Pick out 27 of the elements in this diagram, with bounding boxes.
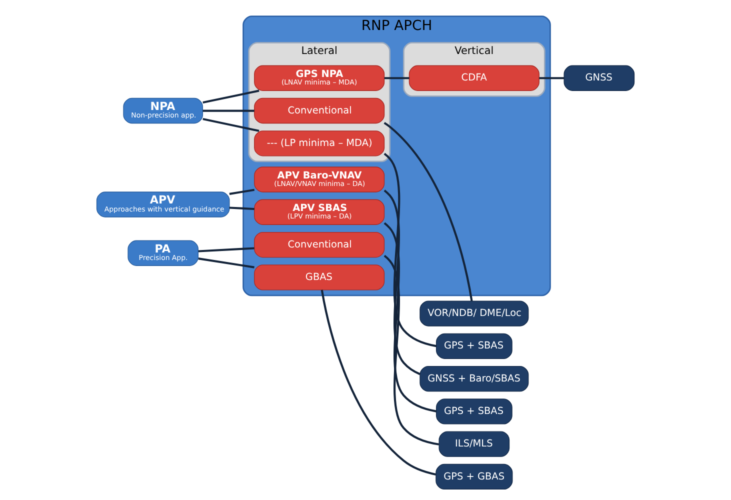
node-box: GNSS + Baro/SBAS [420,366,529,392]
node-box: GPS + SBAS [436,398,512,424]
connector [198,247,254,252]
node-box: Conventional [254,232,385,258]
connector [320,290,436,476]
node-box: GPS + SBAS [436,333,512,360]
connector [198,258,254,268]
connector [202,90,260,104]
node-box: VOR/NDB/ DME/Loc [420,300,529,326]
connector [229,188,255,195]
node-box: GNSS [564,65,635,91]
connector [384,77,410,80]
connector [229,206,254,210]
node-box: --- (LP minima – MDA) [254,130,385,156]
node-box: ILS/MLS [438,431,510,457]
node-box: Conventional [254,98,385,124]
connector [384,122,473,302]
connector [384,152,436,348]
connector [202,118,260,132]
node-box: GPS + GBAS [436,464,513,490]
node-box: CDFA [408,65,540,91]
connector [384,254,440,446]
connector [384,190,420,376]
node-box: GBAS [254,264,385,290]
connector [539,77,564,80]
connector [202,110,254,112]
connector [384,222,436,412]
